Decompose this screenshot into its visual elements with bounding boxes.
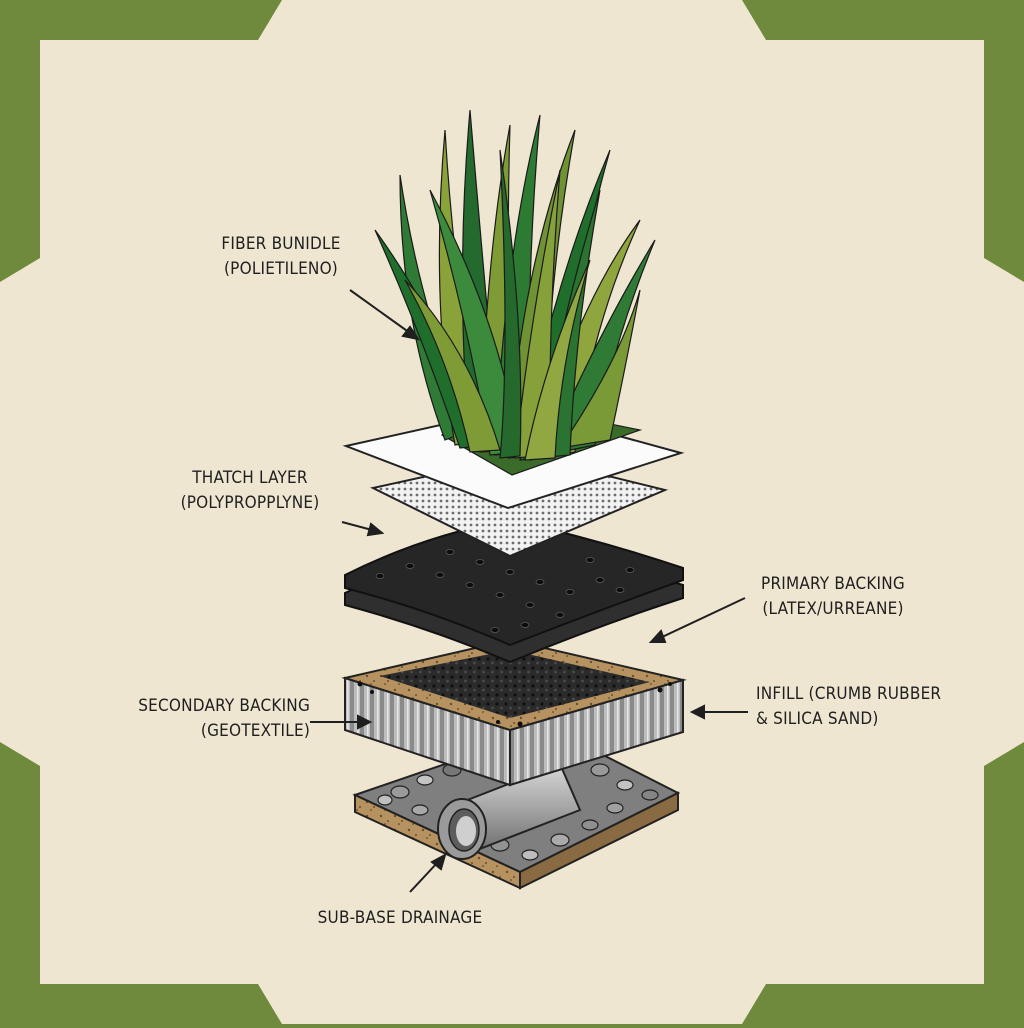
grass-fiber-bundle xyxy=(374,109,656,476)
label-secondary-backing-line2: (GEOTEXTILE) xyxy=(200,721,310,741)
leader-lines xyxy=(310,289,748,893)
label-thatch-layer-line2: (POLYPROPPLYNE) xyxy=(180,493,320,513)
label-fiber-bundle-line2: (POLIETILENO) xyxy=(224,259,338,279)
infill-pellets xyxy=(357,681,672,727)
label-infill-line1: INFILL (CRUMB RUBBER xyxy=(756,684,942,704)
leader-subbase xyxy=(409,852,447,893)
label-sub-base-drainage-line1: SUB-BASE DRAINAGE xyxy=(317,908,483,928)
leader-infill xyxy=(689,704,748,720)
label-secondary-backing: SECONDARY BACKING (GEOTEXTILE) xyxy=(120,694,310,744)
label-thatch-layer-line1: THATCH LAYER xyxy=(192,468,308,488)
infill-layer-block xyxy=(341,638,687,787)
leader-thatch xyxy=(341,521,385,537)
label-infill: INFILL (CRUMB RUBBER & SILICA SAND) xyxy=(756,682,966,732)
label-fiber-bundle-line1: FIBER BUNIDLE xyxy=(221,234,341,254)
leader-fiber xyxy=(349,289,421,341)
label-fiber-bundle: FIBER BUNIDLE (POLIETILENO) xyxy=(206,232,356,282)
label-primary-backing-line2: (LATEX/URREANE) xyxy=(762,599,904,619)
leader-primary xyxy=(648,597,746,643)
label-sub-base-drainage: SUB-BASE DRAINAGE xyxy=(300,906,500,931)
primary-backing-layer xyxy=(344,518,684,664)
label-thatch-layer: THATCH LAYER (POLYPROPPLYNE) xyxy=(170,466,330,516)
backing-perforations xyxy=(375,549,635,633)
label-primary-backing-line1: PRIMARY BACKING xyxy=(761,574,905,594)
drainage-pipe xyxy=(437,762,582,860)
label-secondary-backing-line1: SECONDARY BACKING xyxy=(138,696,310,716)
label-primary-backing: PRIMARY BACKING (LATEX/URREANE) xyxy=(748,572,918,622)
label-infill-line2: & SILICA SAND) xyxy=(756,709,879,729)
leader-secondary xyxy=(310,714,373,730)
